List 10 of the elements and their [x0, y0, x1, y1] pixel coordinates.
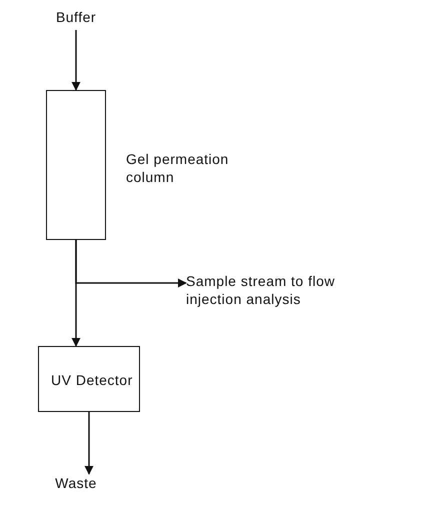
detector-box — [38, 346, 140, 412]
inlet-label: Buffer — [54, 8, 98, 26]
outlet-label: Waste — [54, 474, 98, 492]
arrow — [84, 412, 94, 475]
detector-label: UV Detector — [51, 371, 133, 389]
column-box — [46, 90, 106, 240]
column-label: Gel permeation column — [126, 150, 230, 186]
arrow — [72, 30, 80, 91]
arrow — [75, 240, 187, 288]
outlet-label: Sample stream to flow injection analysis — [186, 272, 336, 308]
